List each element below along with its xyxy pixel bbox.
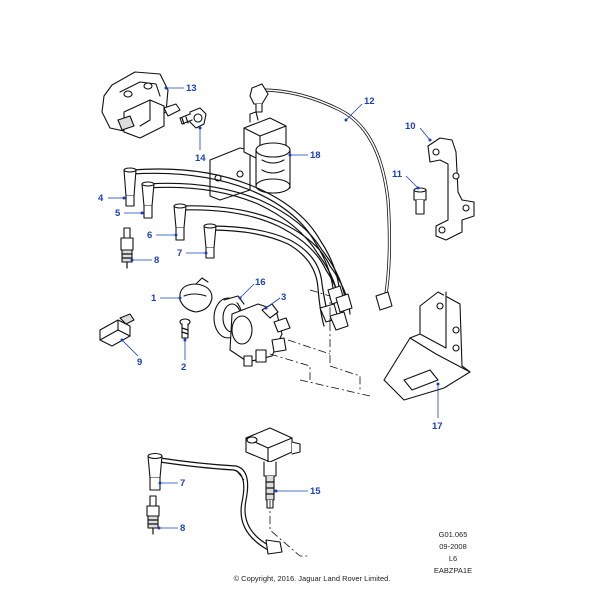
callout-1: 1 xyxy=(151,293,182,304)
svg-text:18: 18 xyxy=(310,150,321,161)
callout-7-upper: 7 xyxy=(177,248,208,259)
part-13-coil-bracket xyxy=(101,71,181,139)
callout-11: 11 xyxy=(392,169,420,190)
callout-3: 3 xyxy=(264,292,286,310)
callout-14: 14 xyxy=(195,126,206,164)
callout-10: 10 xyxy=(405,121,432,142)
copyright-notice: © Copyright, 2016. Jaguar Land Rover Lim… xyxy=(234,574,391,583)
variant-code: L6 xyxy=(449,554,457,563)
part-18-coil-module xyxy=(209,111,291,201)
revision-date: 09-2008 xyxy=(439,542,467,551)
part-14-bolt xyxy=(179,107,207,129)
svg-text:7: 7 xyxy=(180,478,185,489)
callout-2: 2 xyxy=(181,338,187,373)
part-8-spark-plug xyxy=(120,227,134,269)
callout-5: 5 xyxy=(115,208,144,219)
svg-text:11: 11 xyxy=(392,169,403,180)
svg-text:6: 6 xyxy=(147,230,152,241)
part-2-screw xyxy=(179,318,191,339)
callout-7-lower: 7 xyxy=(158,478,185,489)
part-10-bracket xyxy=(427,137,475,241)
ht-lead-bundle xyxy=(131,168,353,331)
part-3-distributor-cap xyxy=(229,303,291,367)
part-15-pencil-coil xyxy=(245,427,301,509)
svg-text:10: 10 xyxy=(405,121,416,132)
group-code: G01.065 xyxy=(439,530,468,539)
part-12-ht-lead xyxy=(249,83,393,311)
svg-text:15: 15 xyxy=(310,486,321,497)
assembly-lines xyxy=(235,289,371,557)
part-17-bracket xyxy=(383,291,471,401)
svg-text:13: 13 xyxy=(186,83,197,94)
svg-text:5: 5 xyxy=(115,208,121,219)
svg-text:14: 14 xyxy=(195,153,206,164)
callout-15: 15 xyxy=(274,486,321,497)
callout-12: 12 xyxy=(344,96,375,122)
part-9-sensor xyxy=(99,313,135,347)
callout-8-upper: 8 xyxy=(130,255,159,266)
callout-16: 16 xyxy=(238,277,266,300)
part-11-stud xyxy=(413,187,427,215)
part-1-clamp xyxy=(179,277,213,313)
svg-text:4: 4 xyxy=(98,193,104,204)
svg-text:8: 8 xyxy=(180,523,185,534)
svg-text:16: 16 xyxy=(255,277,266,288)
callout-13: 13 xyxy=(164,83,197,94)
svg-text:7: 7 xyxy=(177,248,182,259)
callout-4: 4 xyxy=(98,193,126,204)
part-7-plug-boot xyxy=(203,223,217,259)
part-5-plug-boot xyxy=(141,181,155,219)
illustration-id: EABZPA1E xyxy=(434,566,472,575)
svg-text:8: 8 xyxy=(154,255,159,266)
svg-text:17: 17 xyxy=(432,421,443,432)
lower-ht-lead xyxy=(159,457,283,555)
callout-9: 9 xyxy=(120,338,142,368)
svg-text:9: 9 xyxy=(137,357,142,368)
svg-text:1: 1 xyxy=(151,293,157,304)
svg-text:3: 3 xyxy=(281,292,286,303)
diagram-meta: G01.065 09-2008 L6 EABZPA1E xyxy=(434,530,472,575)
part-7-lower-boot xyxy=(147,452,163,491)
svg-text:2: 2 xyxy=(181,362,186,373)
svg-text:12: 12 xyxy=(364,96,375,107)
part-4-plug-boot xyxy=(123,167,137,207)
callout-18: 18 xyxy=(288,150,321,161)
part-8-lower-spark-plug xyxy=(146,495,160,535)
callout-17: 17 xyxy=(432,382,443,432)
callout-6: 6 xyxy=(147,230,178,241)
callout-8-lower: 8 xyxy=(157,523,185,534)
